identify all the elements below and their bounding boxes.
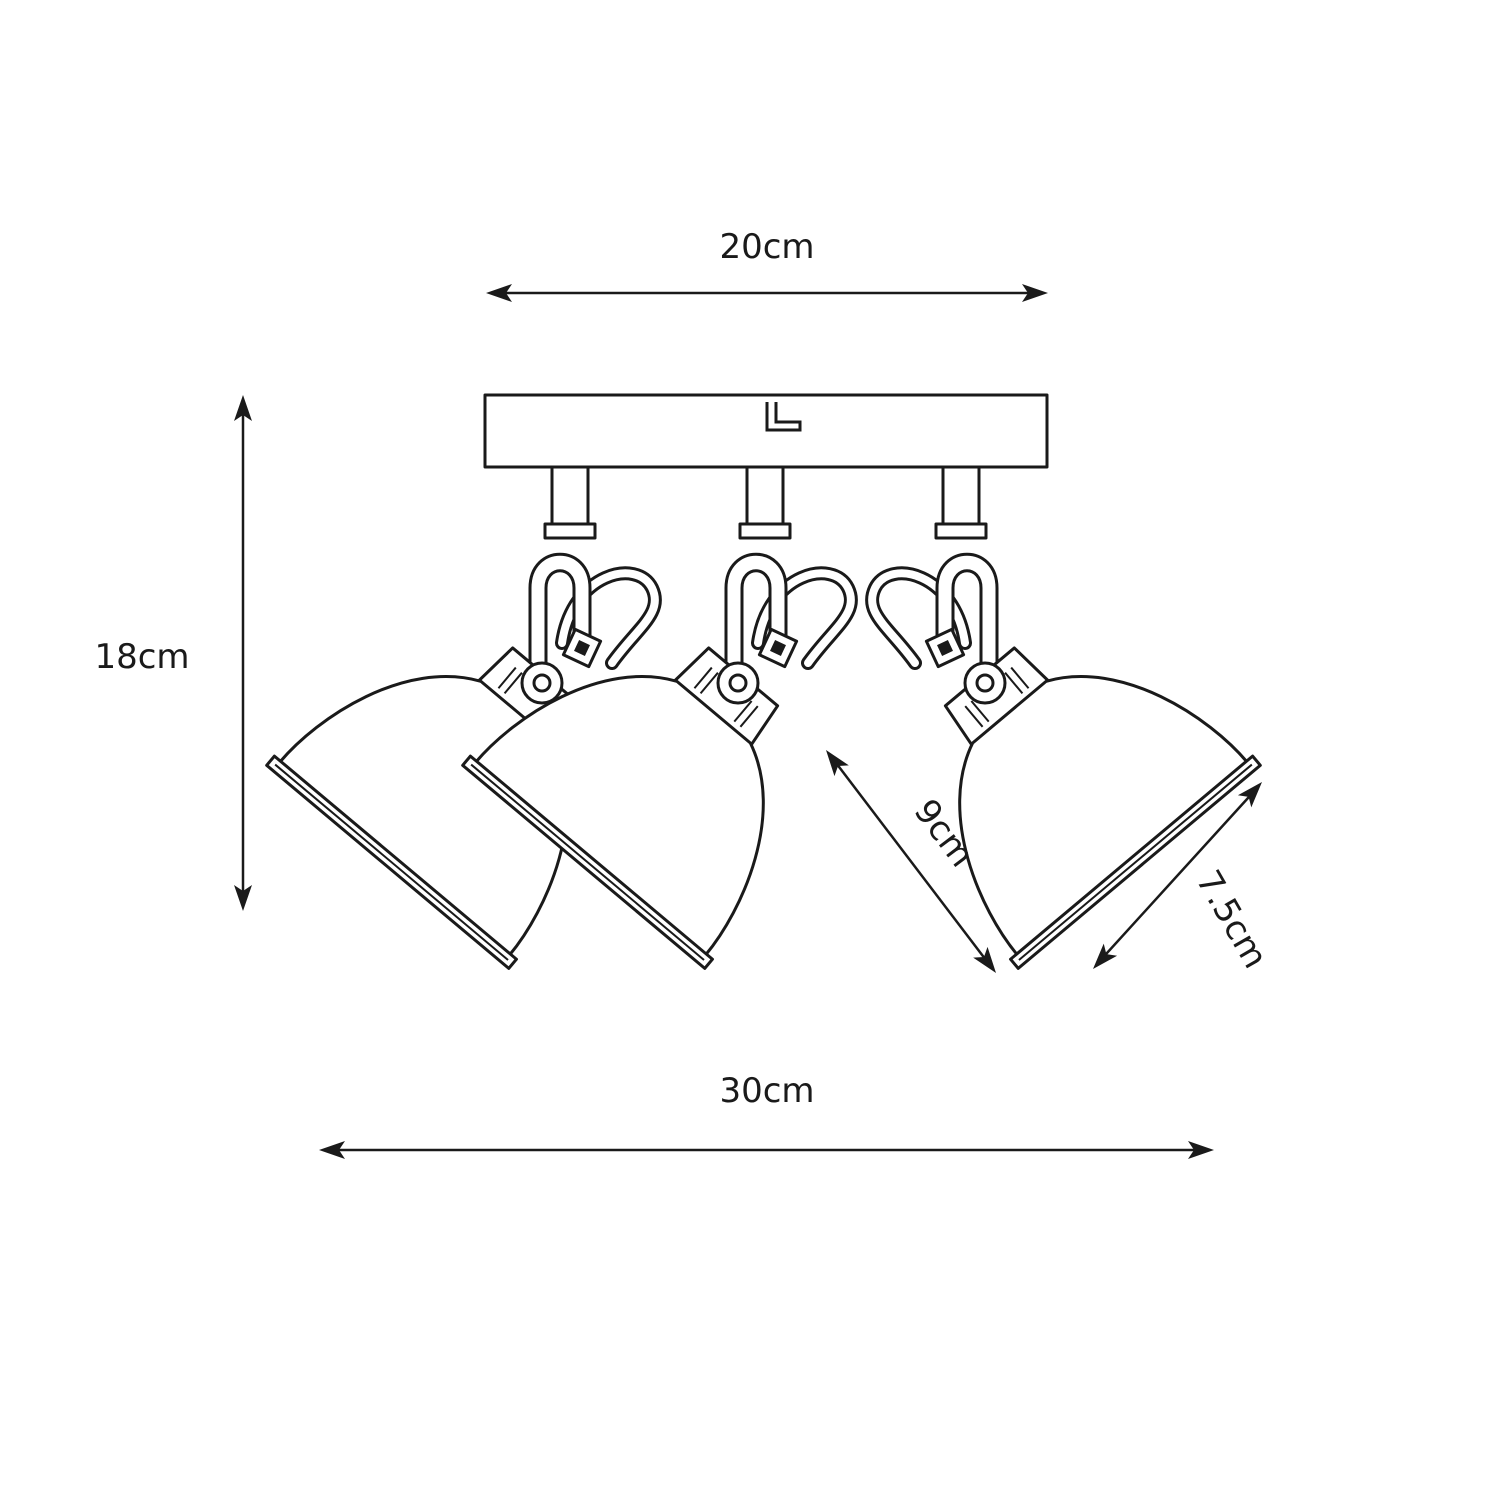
stem-right [934,465,988,540]
stem-left [543,465,597,540]
label-total-width: 30cm [719,1071,814,1111]
ceiling-plate [483,393,1049,469]
dimension-total-height: 18cm [94,395,252,911]
stem-middle [738,465,792,540]
dimension-total-width: 30cm [319,1071,1214,1159]
spotlight-right [859,554,1260,968]
label-total-height: 18cm [94,637,189,677]
dimension-top-width: 20cm [486,227,1048,302]
label-top-width: 20cm [719,227,814,267]
label-shade-diameter: 7.5cm [1188,864,1276,976]
